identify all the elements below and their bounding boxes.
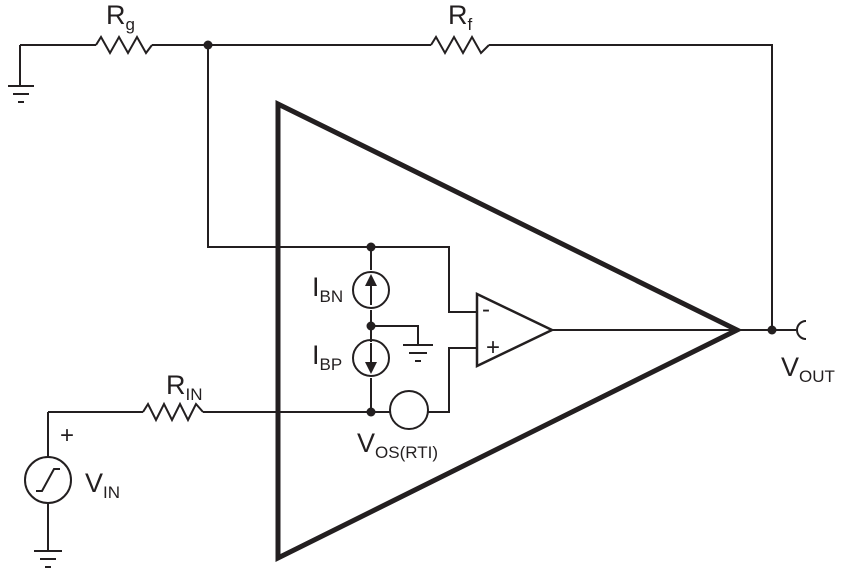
vos-label-main: V (357, 428, 376, 458)
ibn-label-main: I (312, 272, 320, 302)
source-plus-sign: + (60, 422, 75, 449)
output-node-dot (767, 325, 777, 335)
output-terminal-icon (796, 320, 807, 340)
rin-label-sub: IN (185, 385, 203, 404)
non-inverting-sign: + (486, 334, 501, 361)
vos-label-sub: OS(RTI) (375, 443, 438, 462)
midpoint-ground-wire (371, 325, 419, 344)
rf-resistor-icon (430, 34, 490, 56)
midpoint-ground-icon (403, 344, 433, 362)
ibp-label-main: I (312, 340, 320, 370)
vout-label: VOUT (781, 352, 835, 386)
vos-source-icon (389, 390, 429, 430)
non-inverting-input-wire (47, 347, 477, 458)
internal-opamp-triangle (475, 292, 555, 368)
rg-label-sub: g (125, 15, 135, 34)
ibn-current-source-icon (352, 271, 390, 309)
rin-resistor-icon (142, 401, 204, 423)
outer-amplifier-triangle (275, 99, 743, 563)
vin-ground-icon (34, 550, 62, 568)
vout-label-sub: OUT (799, 367, 835, 386)
rf-label-sub: f (467, 15, 473, 34)
vin-label: VIN (85, 468, 120, 502)
vin-source-icon (24, 456, 72, 504)
vos-label: VOS(RTI) (357, 428, 438, 462)
ibp-label: IBP (312, 340, 342, 374)
rf-label-main: R (448, 0, 468, 30)
rg-label-main: R (106, 0, 126, 30)
rg-ground-icon (8, 85, 34, 103)
vin-label-sub: IN (103, 483, 121, 502)
ibp-label-sub: BP (319, 355, 343, 374)
rin-label-main: R (166, 370, 186, 400)
ibp-current-source-icon (352, 339, 390, 377)
ibn-label: IBN (312, 272, 343, 306)
ibn-label-sub: BN (319, 287, 344, 306)
rg-resistor-icon (95, 34, 153, 56)
non-inverting-node-dot (366, 407, 376, 417)
vin-label-main: V (85, 468, 104, 498)
rf-label: Rf (448, 0, 472, 34)
inverting-input-wire (207, 45, 477, 313)
rg-label: Rg (106, 0, 135, 34)
feedback-wire (20, 44, 773, 330)
vout-label-main: V (781, 352, 800, 382)
inverting-sign: - (482, 296, 490, 323)
rin-label: RIN (166, 370, 203, 404)
